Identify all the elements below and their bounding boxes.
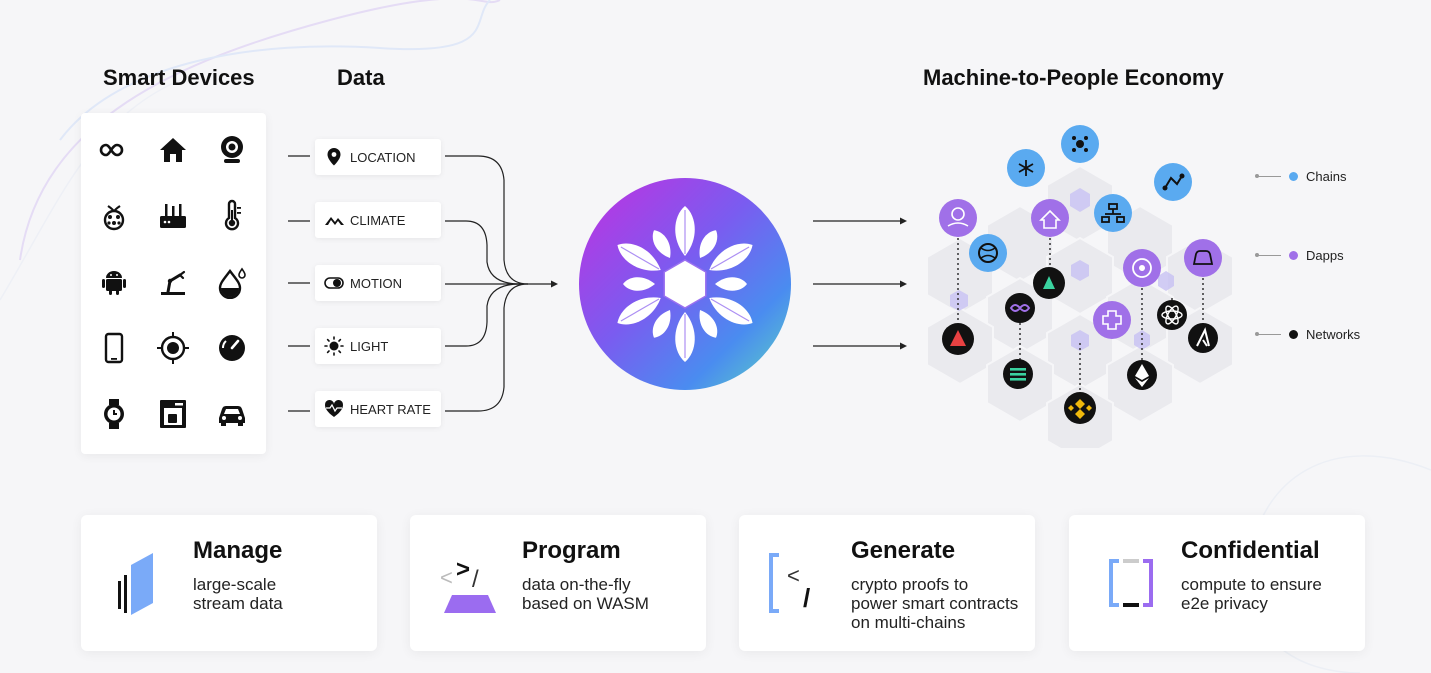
heart-rate-icon bbox=[324, 399, 344, 417]
router-icon bbox=[160, 204, 186, 228]
target-icon bbox=[157, 332, 189, 364]
legend-label: Dapps bbox=[1306, 248, 1344, 263]
economy-network bbox=[926, 125, 1234, 448]
webcam-icon bbox=[221, 136, 243, 163]
card-description: compute to ensure e2e privacy bbox=[1181, 575, 1322, 613]
data-chip-label: LIGHT bbox=[350, 338, 389, 354]
code-bracket-icon: < / bbox=[769, 553, 810, 613]
data-chip-location: LOCATION bbox=[315, 139, 441, 175]
svg-text:/: / bbox=[472, 566, 479, 593]
data-chip-label: HEART RATE bbox=[350, 401, 431, 417]
data-chip-label: LOCATION bbox=[350, 149, 416, 165]
card-title: Generate bbox=[851, 537, 956, 564]
data-chip-motion: MOTION bbox=[315, 265, 441, 301]
gauge-icon bbox=[219, 335, 245, 361]
feature-card-manage: Manage large-scale stream data bbox=[81, 515, 377, 651]
legend-label: Chains bbox=[1306, 169, 1347, 184]
home-icon bbox=[160, 138, 186, 162]
coffee-machine-icon bbox=[160, 400, 186, 428]
devices-heading: Smart Devices bbox=[103, 65, 255, 90]
raspberry-icon bbox=[103, 205, 125, 231]
android-icon bbox=[102, 271, 126, 295]
car-icon bbox=[219, 406, 245, 426]
card-title: Confidential bbox=[1181, 537, 1320, 564]
feature-card-confidential: Confidential compute to ensure e2e priva… bbox=[1069, 515, 1365, 651]
mountain-icon bbox=[325, 217, 344, 225]
data-chip-light: LIGHT bbox=[315, 328, 441, 364]
secure-bracket-icon bbox=[1109, 559, 1153, 607]
water-drop-icon bbox=[218, 267, 246, 299]
data-chip-label: MOTION bbox=[350, 275, 402, 291]
legend-dot bbox=[1289, 251, 1298, 260]
code-prompt-icon: < > / bbox=[440, 556, 496, 613]
smartphone-icon bbox=[104, 332, 124, 364]
card-title: Manage bbox=[193, 537, 283, 564]
card-description: large-scale stream data bbox=[193, 575, 283, 613]
legend-label: Networks bbox=[1306, 327, 1361, 342]
svg-text:<: < bbox=[787, 563, 800, 588]
stream-layers-icon bbox=[118, 553, 153, 615]
legend-dot bbox=[1289, 330, 1298, 339]
data-chip-label: CLIMATE bbox=[350, 212, 406, 228]
data-heading: Data bbox=[337, 65, 385, 90]
legend-dapps: Dapps bbox=[1255, 248, 1344, 263]
svg-text:>: > bbox=[456, 556, 470, 583]
card-title: Program bbox=[522, 537, 621, 564]
feature-card-program: < > / Program data on-the-fly based on W… bbox=[410, 515, 706, 651]
feature-card-generate: < / Generate crypto proofs to power smar… bbox=[739, 515, 1035, 651]
card-description: data on-the-fly based on WASM bbox=[522, 575, 649, 613]
hub-logo-icon bbox=[579, 178, 791, 390]
devices-panel bbox=[81, 113, 266, 454]
toggle-icon bbox=[324, 277, 344, 289]
data-chip-heart-rate: HEART RATE bbox=[315, 391, 441, 427]
svg-text:<: < bbox=[440, 565, 453, 590]
infinity-icon bbox=[99, 143, 124, 157]
legend-connector bbox=[1255, 253, 1281, 257]
legend-connector bbox=[1255, 332, 1281, 336]
sun-icon bbox=[324, 336, 344, 356]
smartwatch-icon bbox=[104, 399, 124, 429]
legend-chains: Chains bbox=[1255, 169, 1347, 184]
svg-text:/: / bbox=[803, 583, 810, 613]
legend-networks: Networks bbox=[1255, 327, 1361, 342]
robot-arm-icon bbox=[161, 270, 186, 295]
card-description: crypto proofs to power smart contracts o… bbox=[851, 575, 1019, 632]
legend-connector bbox=[1255, 174, 1281, 178]
economy-heading: Machine-to-People Economy bbox=[923, 65, 1224, 90]
location-pin-icon bbox=[327, 148, 341, 166]
thermometer-icon bbox=[224, 199, 241, 231]
legend-dot bbox=[1289, 172, 1298, 181]
data-chip-climate: CLIMATE bbox=[315, 202, 441, 238]
